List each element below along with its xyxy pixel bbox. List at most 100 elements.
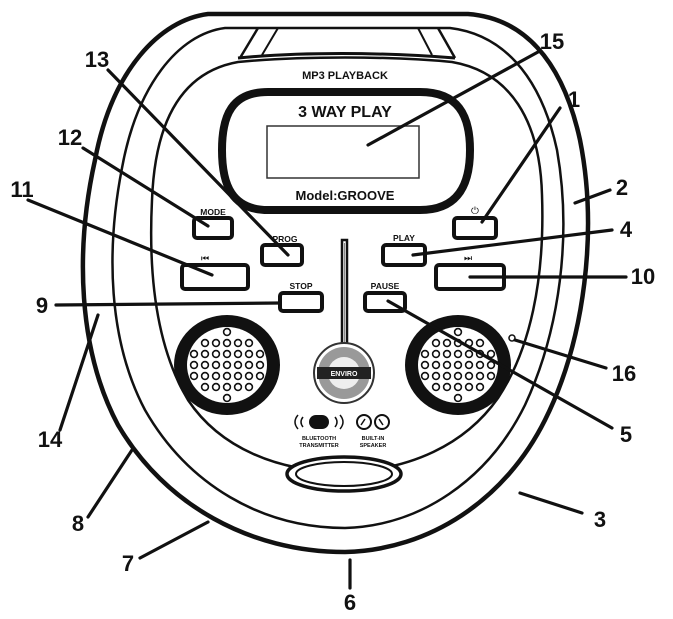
grille-hole — [189, 371, 199, 381]
callout-16: 16 — [612, 361, 636, 386]
grille-hole — [189, 360, 199, 370]
callout-8: 8 — [72, 511, 84, 536]
panel-seam-left — [238, 27, 260, 59]
grille-hole — [189, 349, 199, 359]
callout-10: 10 — [631, 264, 655, 289]
grille-hole — [475, 338, 485, 348]
leader-9 — [54, 301, 282, 307]
bluetooth-icon — [309, 415, 329, 429]
face-panel — [149, 56, 544, 474]
callout-1: 1 — [568, 87, 580, 112]
callout-14: 14 — [38, 427, 63, 452]
leader-13 — [106, 68, 290, 257]
play-button-label: PLAY — [393, 233, 415, 243]
grille-hole — [464, 371, 474, 381]
grille-hole — [200, 360, 210, 370]
leader-1 — [480, 106, 562, 224]
grille-hole — [442, 349, 452, 359]
grille-hole — [255, 371, 265, 381]
grille-hole — [255, 360, 265, 370]
callout-3: 3 — [594, 507, 606, 532]
callout-6: 6 — [344, 590, 356, 615]
bluetooth-label-line1: BLUETOOTH — [302, 436, 336, 442]
callout-13: 13 — [85, 47, 109, 72]
next-button[interactable]: ⏭ — [434, 253, 506, 291]
prog-button-label: PROG — [272, 234, 297, 244]
pause-button-label: PAUSE — [371, 281, 400, 291]
grille-hole — [420, 360, 430, 370]
leader-2 — [573, 188, 612, 205]
leader-16 — [513, 338, 608, 370]
grille-hole — [442, 382, 452, 392]
grille-hole — [233, 382, 243, 392]
grille-hole — [222, 327, 232, 337]
grille-hole — [486, 371, 496, 381]
prev-button[interactable]: ⏮ — [180, 253, 250, 291]
power-button[interactable]: ⏻ — [452, 206, 498, 240]
callout-numbers: 1 2 3 4 5 6 7 8 9 10 11 12 13 14 15 16 — [10, 29, 655, 615]
grille-hole — [453, 382, 463, 392]
prog-button[interactable]: PROG — [260, 234, 304, 267]
grille-hole — [211, 382, 221, 392]
grille-hole — [431, 349, 441, 359]
grille-hole — [442, 371, 452, 381]
panel-seam-right-2 — [417, 27, 433, 56]
grille-hole — [453, 371, 463, 381]
grille-hole — [453, 393, 463, 403]
grille-hole — [200, 382, 210, 392]
grille-hole — [464, 382, 474, 392]
panel-seam-left-2 — [261, 27, 279, 56]
center-slot — [340, 238, 349, 352]
leader-3 — [518, 491, 584, 515]
inner-rim — [111, 26, 565, 530]
grille-hole — [431, 360, 441, 370]
leader-15 — [366, 50, 540, 147]
grille-hole — [464, 349, 474, 359]
grille-hole — [244, 371, 254, 381]
right-speaker — [405, 315, 511, 415]
right-speaker-grille — [420, 327, 496, 403]
grille-hole — [200, 338, 210, 348]
left-speaker-grille — [189, 327, 265, 403]
grille-hole — [222, 371, 232, 381]
grille-hole — [420, 349, 430, 359]
grille-hole — [431, 371, 441, 381]
grille-hole — [222, 393, 232, 403]
grille-hole — [475, 360, 485, 370]
leader-5 — [386, 299, 614, 430]
leader-lines — [26, 50, 628, 590]
mp3-playback-label: MP3 PLAYBACK — [302, 70, 388, 82]
grille-hole — [453, 360, 463, 370]
display-title: 3 WAY PLAY — [298, 104, 392, 121]
device-body — [80, 11, 591, 555]
outer-shell — [80, 11, 591, 555]
grille-hole — [420, 371, 430, 381]
stop-button[interactable]: STOP — [278, 281, 324, 313]
open-lid-button[interactable] — [285, 455, 403, 493]
model-label: Model:GROOVE — [296, 188, 395, 203]
grille-hole — [453, 349, 463, 359]
callout-11: 11 — [10, 177, 33, 202]
grille-hole — [453, 327, 463, 337]
leader-12 — [81, 146, 210, 228]
prev-icon: ⏮ — [201, 253, 209, 263]
grille-hole — [442, 360, 452, 370]
play-button[interactable]: PLAY — [381, 233, 427, 267]
grille-hole — [244, 349, 254, 359]
panel-seam-right — [436, 27, 457, 59]
grille-hole — [464, 360, 474, 370]
callout-12: 12 — [58, 125, 82, 150]
grille-hole — [255, 349, 265, 359]
leader-8 — [86, 448, 134, 519]
next-icon: ⏭ — [464, 253, 472, 263]
grille-hole — [211, 360, 221, 370]
bluetooth-indicator: BLUETOOTH TRANSMITTER — [294, 414, 344, 449]
grille-hole — [475, 371, 485, 381]
grille-hole — [211, 338, 221, 348]
power-icon: ⏻ — [471, 206, 479, 217]
grille-hole — [244, 382, 254, 392]
grille-hole — [244, 338, 254, 348]
callout-15: 15 — [540, 29, 564, 54]
logo-text: ENVIRO — [331, 371, 358, 378]
